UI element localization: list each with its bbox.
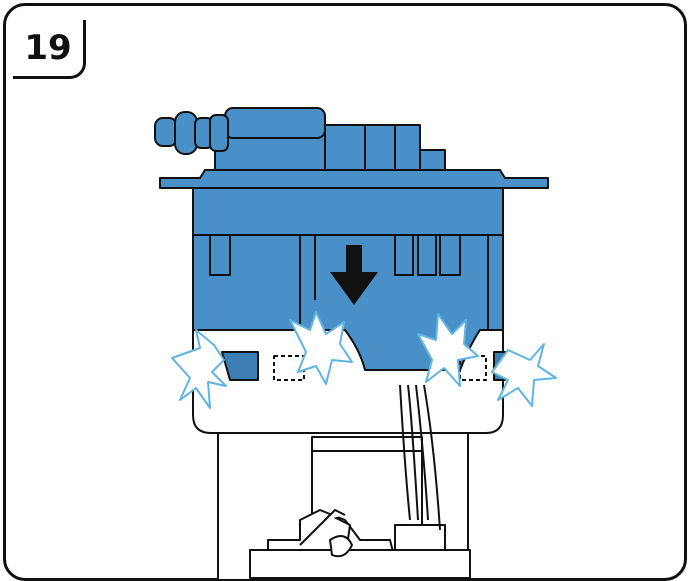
upper-components bbox=[215, 108, 445, 170]
top-flange bbox=[160, 170, 548, 188]
fuel-nozzle bbox=[155, 112, 228, 154]
